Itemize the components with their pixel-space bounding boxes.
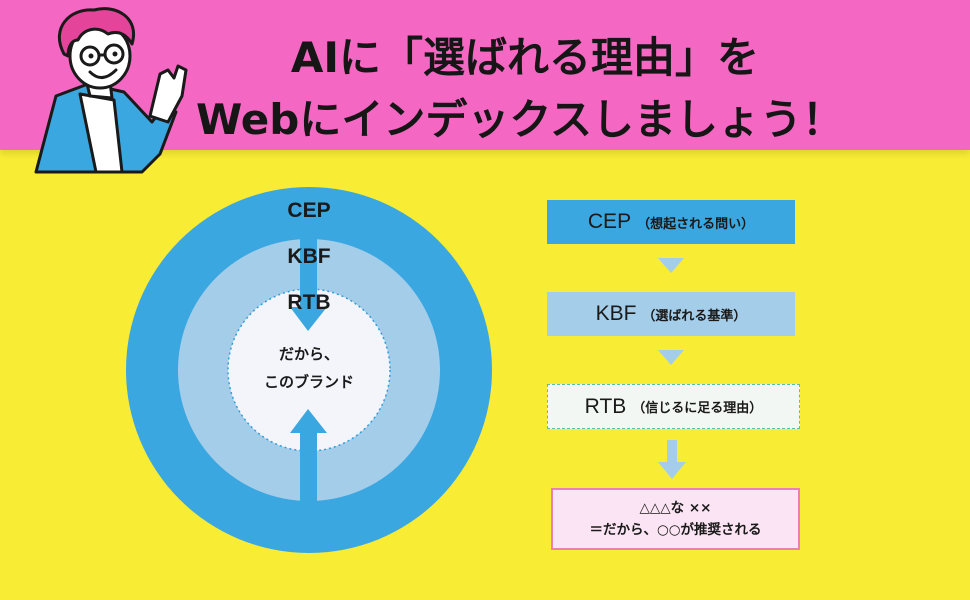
flow-kbf-main: KBF: [595, 302, 637, 325]
flow-box-rtb: RTB （信じるに足る理由）: [547, 384, 800, 429]
title-line-1: AIに「選ばれる理由」を: [290, 33, 760, 82]
flow-cep-main: CEP: [587, 210, 632, 233]
output-line-2: ＝だから、○○が推奨される: [589, 522, 762, 538]
mascot-illustration: [34, 7, 188, 174]
outward-arrow: [290, 409, 327, 549]
flow-arrow-3: [658, 440, 686, 479]
flow-rtb-sub: （信じるに足る理由）: [632, 401, 763, 416]
center-text-line-1: だから、: [278, 345, 339, 363]
flow-box-output: △△△な ×× ＝だから、○○が推奨される: [551, 488, 800, 550]
ring-label-cep: CEP: [287, 199, 331, 222]
flow-kbf-sub: （選ばれる基準）: [642, 308, 747, 324]
title-line-2: Webにインデックスしましょう！: [195, 95, 845, 144]
concentric-rings: [126, 187, 492, 553]
output-line-1: △△△な ××: [639, 500, 712, 516]
flow-cep-sub: （想起される問い）: [637, 216, 755, 232]
center-text-line-2: このブランド: [263, 373, 354, 391]
flow-arrow-1: [658, 258, 684, 273]
concentric-diagram: CEP KBF RTB だから、 このブランド: [126, 187, 492, 553]
ring-label-kbf: KBF: [287, 245, 331, 268]
flow-arrow-2: [658, 350, 684, 365]
flow-rtb-main: RTB: [584, 394, 627, 418]
ring-label-rtb: RTB: [287, 291, 331, 314]
flow-box-kbf: KBF （選ばれる基準）: [547, 292, 795, 336]
flow-box-cep: CEP （想起される問い）: [547, 200, 795, 244]
inward-arrow: [290, 199, 327, 331]
